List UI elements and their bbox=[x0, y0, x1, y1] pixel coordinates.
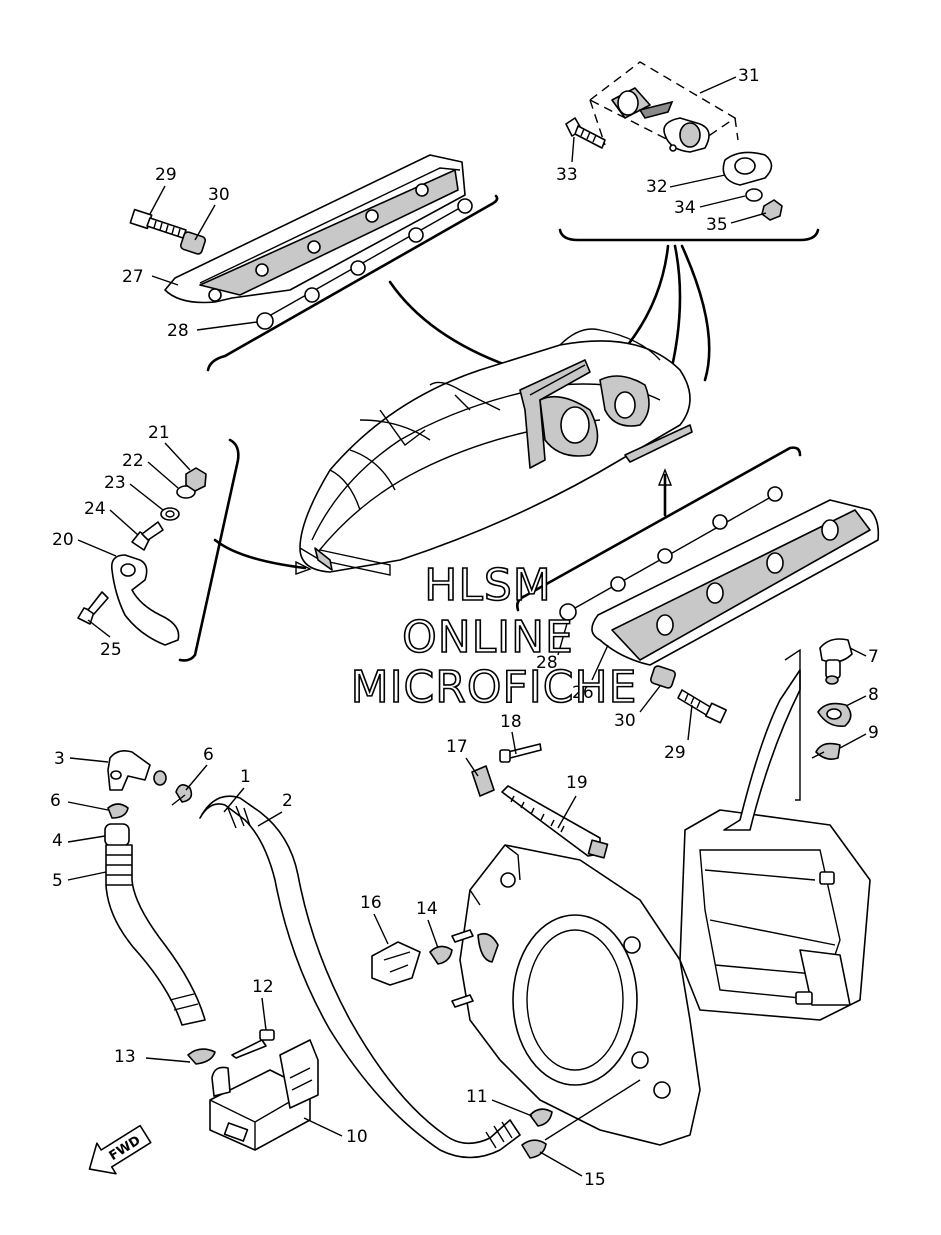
callout-29: 29 bbox=[155, 165, 177, 185]
bolt-25 bbox=[77, 591, 109, 625]
nut-35 bbox=[761, 199, 783, 221]
svg-text:HLSM: HLSM bbox=[424, 560, 552, 611]
washer-34 bbox=[745, 188, 763, 202]
cable-tie-19 bbox=[501, 785, 601, 857]
callout-15: 15 bbox=[584, 1170, 606, 1190]
bolt-29-top bbox=[129, 208, 187, 239]
callout-4: 4 bbox=[52, 831, 63, 851]
clip-17 bbox=[471, 765, 495, 797]
rivet-12 bbox=[231, 1039, 267, 1059]
fasteners-middle: 18 17 19 16 14 11 15 bbox=[360, 712, 641, 1190]
plug-7 bbox=[819, 638, 853, 663]
elbow-fitting-3 bbox=[107, 750, 167, 791]
inset-tow-hook: 21 22 23 24 20 25 bbox=[52, 423, 312, 662]
callout-25: 25 bbox=[100, 640, 122, 660]
callout-17: 17 bbox=[446, 737, 468, 757]
fasteners-right: 7 8 9 bbox=[811, 638, 879, 760]
callout-33: 33 bbox=[556, 165, 578, 185]
watermark: HLSM ONLINE MICROFICHE bbox=[350, 559, 638, 714]
callout-34: 34 bbox=[674, 198, 696, 218]
clamp-11 bbox=[529, 1108, 553, 1127]
callout-9: 9 bbox=[868, 723, 879, 743]
callout-30: 30 bbox=[208, 185, 230, 205]
callout-21: 21 bbox=[148, 423, 170, 443]
callout-10: 10 bbox=[346, 1127, 368, 1147]
forward-arrow-icon: FWD bbox=[88, 1124, 152, 1175]
pointer-drain-3 bbox=[680, 244, 711, 382]
clamp-13 bbox=[187, 1048, 216, 1065]
spacer-30-top bbox=[179, 231, 207, 255]
hose-1 bbox=[199, 795, 521, 1159]
spacer-30-bottom bbox=[649, 665, 677, 689]
callout-5: 5 bbox=[52, 871, 63, 891]
callout-32: 32 bbox=[646, 177, 668, 197]
pump-housing bbox=[451, 648, 871, 1146]
callout-13: 13 bbox=[114, 1047, 136, 1067]
callout-19: 19 bbox=[566, 773, 588, 793]
callout-11: 11 bbox=[466, 1087, 488, 1107]
clamp-9 bbox=[815, 742, 841, 760]
callout-24: 24 bbox=[84, 499, 106, 519]
washer-23 bbox=[160, 507, 180, 521]
callout-30-b: 30 bbox=[614, 711, 636, 731]
callout-6: 6 bbox=[203, 745, 214, 765]
inset-grab-rail-left: 29 30 27 28 bbox=[122, 154, 499, 372]
callout-28: 28 bbox=[167, 321, 189, 341]
callout-3: 3 bbox=[54, 749, 65, 769]
water-lock-10 bbox=[209, 1039, 319, 1151]
nut-21 bbox=[185, 467, 207, 492]
clip-16 bbox=[371, 941, 421, 986]
callout-20: 20 bbox=[52, 530, 74, 550]
callout-23: 23 bbox=[104, 473, 126, 493]
clamp-15 bbox=[521, 1139, 547, 1159]
callout-35: 35 bbox=[706, 215, 728, 235]
callout-6-b: 6 bbox=[50, 791, 61, 811]
rivet-18 bbox=[499, 743, 542, 763]
lock-washer-22 bbox=[176, 485, 196, 499]
clamp-6b bbox=[107, 803, 129, 819]
collar-4 bbox=[104, 823, 130, 847]
drain-housing bbox=[663, 117, 710, 153]
callout-31: 31 bbox=[738, 66, 760, 86]
cooling-hoses bbox=[104, 750, 521, 1159]
pointer-rail-left bbox=[388, 280, 522, 372]
callout-22: 22 bbox=[122, 451, 144, 471]
callout-8: 8 bbox=[868, 685, 879, 705]
inset-grab-rail-right: 28 26 30 29 bbox=[516, 446, 880, 763]
watercraft-hull bbox=[299, 328, 693, 576]
svg-text:ONLINE: ONLINE bbox=[402, 612, 574, 663]
callout-18: 18 bbox=[500, 712, 522, 732]
callout-1: 1 bbox=[240, 767, 251, 787]
callout-28-b: 28 bbox=[536, 653, 558, 673]
clamp-14 bbox=[429, 945, 453, 965]
bolt-29-bottom bbox=[677, 689, 728, 724]
callout-2: 2 bbox=[282, 791, 293, 811]
callout-16: 16 bbox=[360, 893, 382, 913]
callout-27: 27 bbox=[122, 267, 144, 287]
hose-5 bbox=[105, 844, 206, 1026]
tow-hook-20 bbox=[110, 554, 180, 646]
callout-12: 12 bbox=[252, 977, 274, 997]
callout-14: 14 bbox=[416, 899, 438, 919]
inset-drain-plug: 31 33 32 34 35 bbox=[556, 61, 820, 242]
drain-plug-31 bbox=[611, 87, 674, 119]
callout-7: 7 bbox=[868, 647, 879, 667]
callouts-left-bottom: 3 6 1 2 6 4 5 12 13 10 bbox=[50, 745, 368, 1147]
bolt-33 bbox=[565, 117, 606, 149]
callout-29-b: 29 bbox=[664, 743, 686, 763]
bolt-24 bbox=[131, 521, 164, 551]
callout-26: 26 bbox=[572, 683, 594, 703]
svg-text:MICROFICHE: MICROFICHE bbox=[351, 662, 638, 713]
